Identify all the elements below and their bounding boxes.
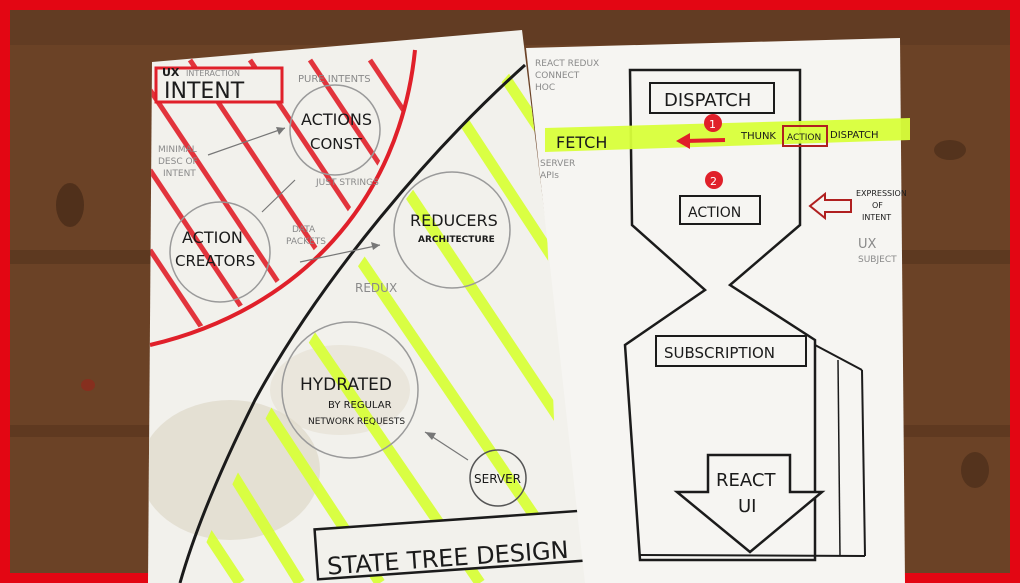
dispatch-box	[649, 82, 775, 114]
server-apis-line2: APIs	[540, 171, 559, 181]
creators-arrow	[261, 179, 296, 213]
minimal-desc-line3: INTENT	[163, 169, 196, 179]
network-requests-label: NETWORK REQUESTS	[308, 417, 405, 427]
interaction-note: INTERACTION	[186, 69, 240, 78]
ux-subject-line2: SUBJECT	[858, 255, 897, 265]
actions-label: ACTIONS	[301, 110, 372, 129]
ui-label: UI	[738, 496, 756, 517]
just-strings-label: JUST STRINGS	[315, 178, 379, 188]
fetch-label: FETCH	[556, 133, 607, 152]
expression-line1: EXPRESSION	[856, 189, 907, 198]
intent-box	[154, 66, 284, 104]
server-apis-line1: SERVER	[540, 159, 575, 169]
left-paper-sheet: UX INTERACTION INTENT PURE INTENTS ACTIO…	[148, 30, 590, 583]
ux-subject-line1: UX	[858, 237, 877, 252]
right-paper-sheet: REACT REDUX CONNECT HOC DISPATCH FETCH 1…	[526, 38, 910, 583]
minimal-desc-arrow	[207, 127, 286, 156]
ux-label: UX	[162, 66, 180, 79]
intent-title: INTENT	[164, 79, 245, 104]
data-packets-line1: DATA	[292, 225, 316, 235]
thunk-action-label: ACTION	[787, 133, 821, 143]
reducers-circle	[393, 171, 511, 289]
server-circle	[469, 449, 527, 507]
hydrated-label: HYDRATED	[300, 375, 392, 395]
by-regular-label: BY REGULAR	[328, 400, 392, 411]
action-creators-line2: CREATORS	[175, 252, 255, 270]
action-creators-line1: ACTION	[182, 228, 243, 247]
thunk-dispatch-label: DISPATCH	[830, 130, 878, 141]
action-box-label: ACTION	[688, 205, 741, 221]
react-label: REACT	[716, 470, 776, 491]
react-ui-down-arrow	[673, 453, 826, 554]
thunk-label: THUNK	[740, 131, 776, 142]
hoc-label: HOC	[535, 83, 555, 93]
subscription-label: SUBSCRIPTION	[664, 344, 775, 362]
redux-label: REDUX	[355, 281, 397, 295]
const-label: CONST	[310, 135, 363, 153]
fetch-arrow	[684, 138, 726, 143]
expression-line2: OF	[872, 201, 883, 210]
minimal-desc-line1: MINIMAL	[158, 145, 197, 155]
expression-arrow	[808, 191, 852, 221]
react-redux-label: REACT REDUX	[535, 59, 599, 69]
hydrated-circle	[281, 321, 419, 459]
thunk-action-box	[782, 125, 828, 147]
minimal-desc-line2: DESC OF	[158, 157, 198, 167]
pure-intents-label: PURE INTENTS	[298, 74, 371, 85]
hourglass-outline	[623, 68, 817, 562]
architecture-label: ARCHITECTURE	[418, 235, 495, 245]
reducers-label: REDUCERS	[410, 211, 498, 230]
step-2-number: 2	[710, 175, 717, 188]
step-1-badge	[704, 114, 722, 132]
action-creators-circle	[169, 201, 271, 303]
step-1-number: 1	[709, 118, 716, 131]
connect-label: CONNECT	[535, 71, 580, 81]
data-packets-line2: PACKETS	[286, 237, 326, 247]
subscription-box	[655, 335, 807, 367]
actions-const-circle	[289, 84, 381, 176]
action-box	[679, 195, 761, 225]
packets-arrow	[299, 244, 381, 263]
server-label: SERVER	[474, 472, 521, 486]
dispatch-title: DISPATCH	[664, 90, 751, 111]
step-2-badge	[705, 171, 723, 189]
expression-line3: INTENT	[862, 213, 891, 222]
